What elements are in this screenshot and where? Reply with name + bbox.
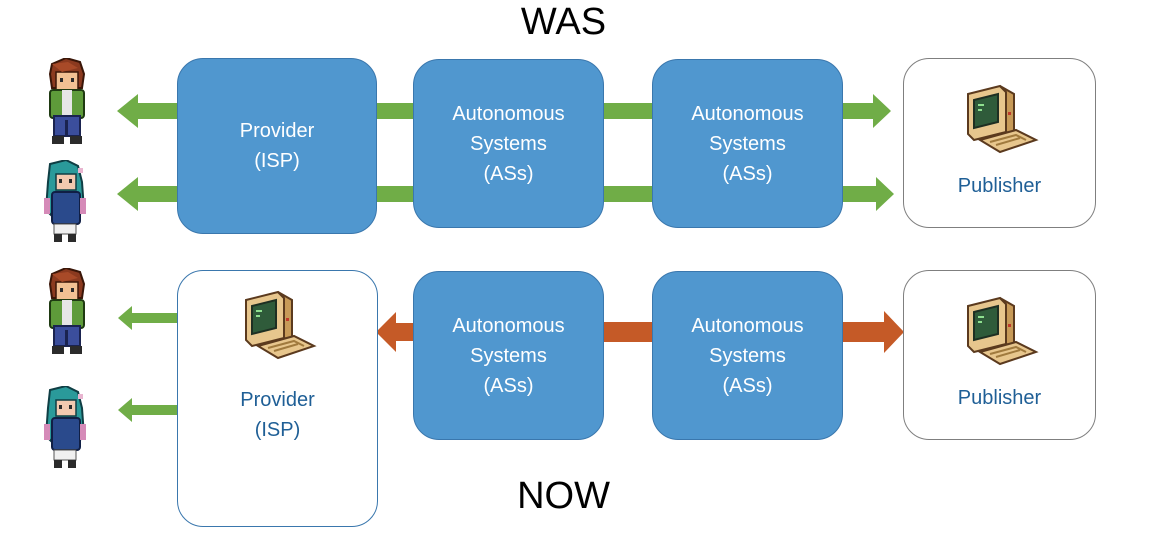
was-as1-box: Autonomous Systems (ASs) <box>413 59 604 228</box>
was-provider-label: Provider <box>239 120 315 142</box>
was-provider-box: Provider (ISP) <box>177 58 377 234</box>
now-arrow-to-provider <box>376 312 420 352</box>
was-link-as1-as2-bottom <box>598 186 658 202</box>
user-boy-icon <box>48 58 86 144</box>
now-as1-label-2: Systems <box>470 344 547 367</box>
now-as1-label-3: (ASs) <box>483 374 534 397</box>
user-girl-icon <box>44 160 86 242</box>
was-as1-label-2: Systems <box>470 132 547 155</box>
was-arrow-to-publisher-bottom <box>838 177 894 211</box>
was-as1-label-1: Autonomous <box>452 102 565 125</box>
was-link-provider-as1-bottom <box>370 186 420 202</box>
user-boy-icon <box>48 268 86 354</box>
now-as1-label-1: Autonomous <box>452 314 565 337</box>
was-as2-label-2: Systems <box>709 132 786 155</box>
now-link-as1-as2 <box>598 322 658 342</box>
now-double-arrow-user2 <box>118 398 226 422</box>
now-provider-label: Provider <box>240 389 315 411</box>
was-arrow-to-user2 <box>117 177 182 211</box>
was-link-provider-as1-top <box>370 103 420 119</box>
was-link-as1-as2-top <box>598 103 658 119</box>
was-arrow-to-publisher-top <box>838 94 891 128</box>
was-as2-label-1: Autonomous <box>691 102 804 125</box>
now-as2-box: Autonomous Systems (ASs) <box>652 271 843 440</box>
was-provider-sublabel: (ISP) <box>254 150 300 172</box>
was-publisher-label: Publisher <box>957 175 1042 197</box>
user-girl-icon <box>44 386 86 468</box>
now-provider-sublabel: (ISP) <box>254 419 301 441</box>
now-publisher-label: Publisher <box>957 387 1042 409</box>
was-arrow-to-user1 <box>117 94 182 128</box>
now-as2-label-2: Systems <box>709 344 786 367</box>
was-as2-label-3: (ASs) <box>722 162 773 185</box>
was-as2-box: Autonomous Systems (ASs) <box>652 59 843 228</box>
computer-icon <box>967 296 1039 366</box>
computer-icon <box>245 290 317 360</box>
was-heading: WAS <box>520 1 607 43</box>
computer-icon <box>967 84 1039 154</box>
now-as1-box: Autonomous Systems (ASs) <box>413 271 604 440</box>
now-provider-box: Provider (ISP) <box>177 270 378 527</box>
now-heading: NOW <box>517 475 610 517</box>
was-as1-label-3: (ASs) <box>483 162 534 185</box>
now-double-arrow-user1 <box>118 306 226 330</box>
now-as2-label-3: (ASs) <box>722 374 773 397</box>
now-arrow-to-publisher <box>838 311 904 353</box>
now-as2-label-1: Autonomous <box>691 314 804 337</box>
